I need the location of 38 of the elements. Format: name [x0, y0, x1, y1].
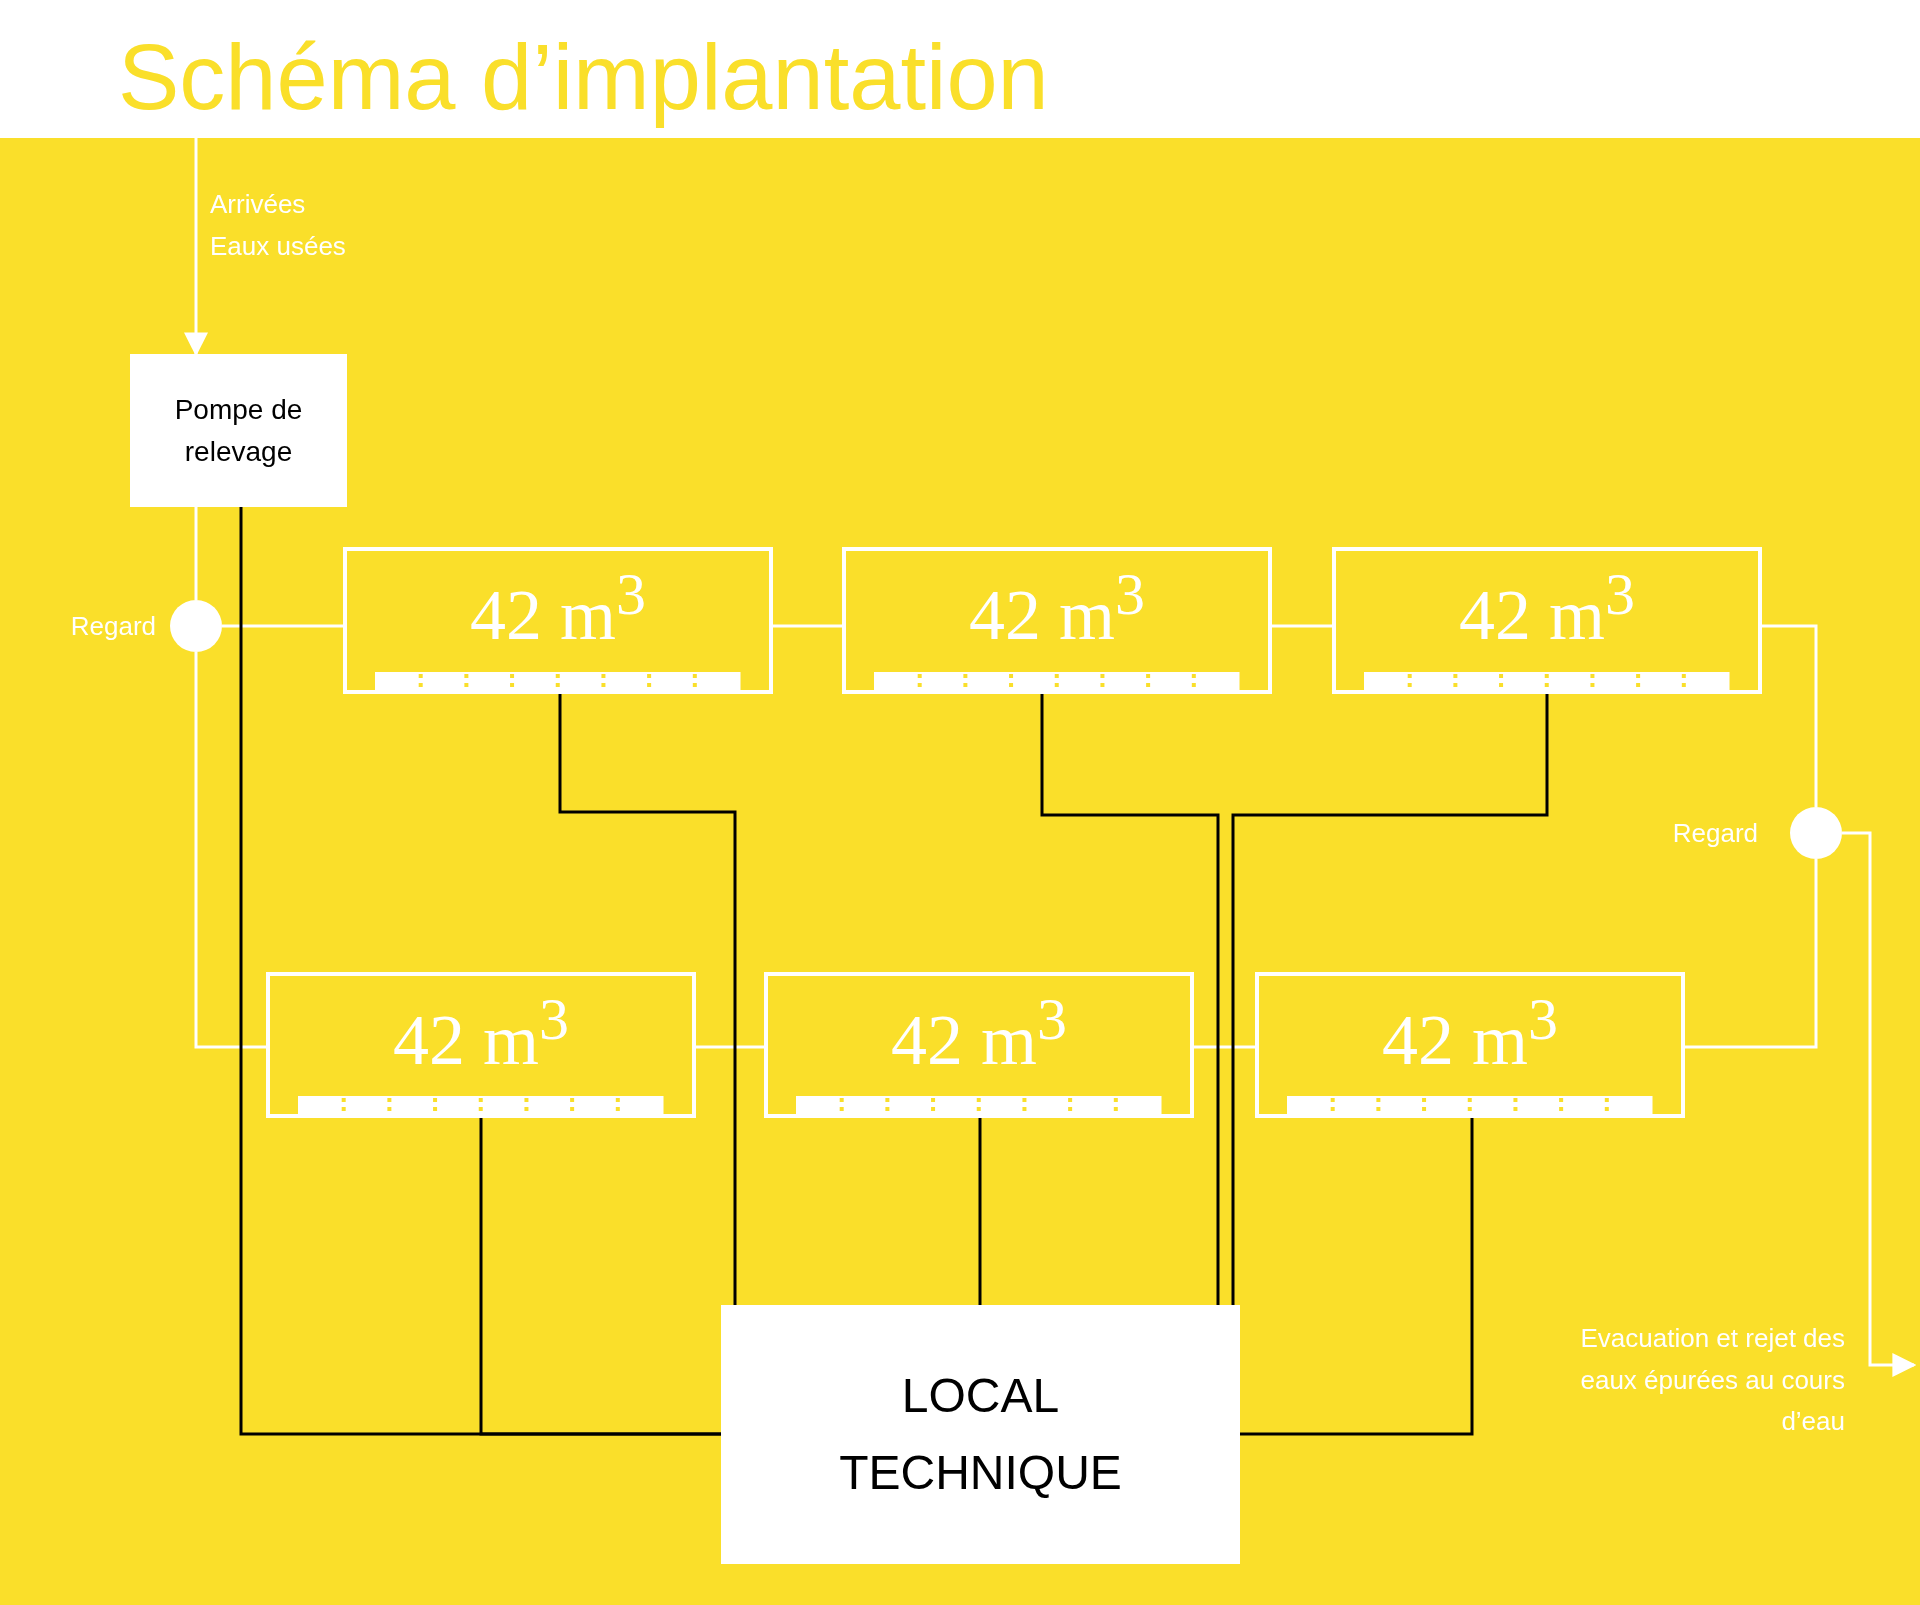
tank-volume: 42 m$^{3}$ [1382, 986, 1558, 1081]
pipe-line [194, 652, 266, 1049]
tank-box [842, 547, 1272, 694]
tank-volume: 42 m$^{3}$ [891, 986, 1067, 1081]
manhole-label: Regard [1671, 817, 1758, 850]
pipe-line [194, 507, 198, 600]
cable-line [1231, 694, 1549, 1305]
cable-line [1240, 1118, 1474, 1436]
tank-box [343, 547, 773, 694]
cable-line [978, 1118, 982, 1305]
pipe-line [222, 624, 343, 628]
tank-box [764, 972, 1194, 1118]
cable-line [479, 1118, 721, 1436]
flow-arrow [184, 138, 208, 357]
tank-volume: 42 m$^{3}$ [969, 561, 1145, 656]
tank-volume: 42 m$^{3}$ [1459, 561, 1635, 656]
pipe-line [773, 624, 842, 628]
pipe-line [1762, 624, 1818, 807]
tank-volume: 42 m$^{3}$ [470, 561, 646, 656]
tank-box [266, 972, 696, 1118]
tank-box [1332, 547, 1762, 694]
technical-room-label: LOCAL TECHNIQUE [838, 1367, 1123, 1501]
title: Schéma d’implantation [118, 25, 1049, 130]
pump-box [130, 354, 347, 507]
tank-volume: 42 m$^{3}$ [393, 986, 569, 1081]
flow-arrow [1842, 831, 1917, 1377]
technical-room-box [721, 1305, 1240, 1564]
pipe-line [1272, 624, 1332, 628]
tank-box [1255, 972, 1685, 1118]
cable-line [558, 694, 737, 1305]
cable-line [1040, 694, 1220, 1305]
edge-label: Arrivées Eaux usées [210, 188, 347, 263]
manhole-label: Regard [69, 610, 156, 643]
pipe-line [1194, 1045, 1255, 1049]
pipe-line [1685, 859, 1818, 1049]
edge-label: Evacuation et rejet des eaux épurées au cours d’eau [1579, 1322, 1845, 1439]
pipe-line [696, 1045, 764, 1049]
pump-label: Pompe de relevage [173, 392, 304, 469]
